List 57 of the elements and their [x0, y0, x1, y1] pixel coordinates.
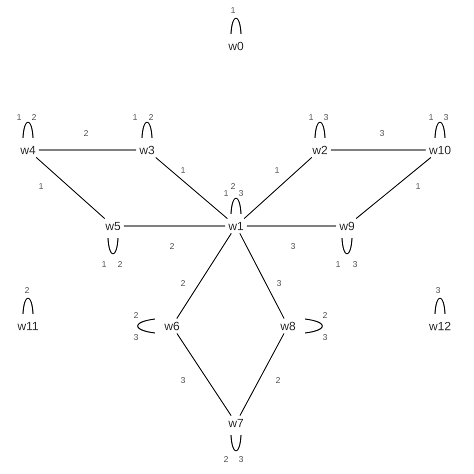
node-label: w2	[312, 146, 328, 154]
port-number: 1	[309, 114, 313, 120]
port-number: 2	[32, 114, 36, 120]
port-number: 3	[444, 114, 448, 120]
edge-label: 1	[180, 166, 186, 174]
port-number: 3	[322, 334, 327, 340]
node-label: w1	[228, 222, 244, 230]
edge-line	[356, 156, 432, 220]
node-label: w11	[17, 322, 38, 330]
edge-label: 3	[290, 242, 296, 250]
edge-label: 3	[378, 128, 386, 137]
port-number: 3	[238, 190, 243, 196]
edge-label: 3	[276, 278, 282, 287]
edge-label: 3	[180, 376, 186, 384]
port-number: 3	[436, 287, 440, 293]
edge-label: 2	[274, 376, 282, 384]
edge-line	[155, 156, 228, 220]
port-number: 2	[25, 287, 29, 293]
node-label: w0	[228, 42, 244, 50]
edge-line	[239, 332, 285, 416]
node-label: w10	[428, 146, 451, 154]
edge-line	[239, 232, 285, 320]
edge-label: 1	[38, 182, 44, 190]
node-label: w8	[280, 322, 296, 330]
node-label: w12	[428, 322, 450, 330]
port-number: 3	[352, 261, 357, 267]
node-label: w9	[339, 222, 354, 230]
port-number: 1	[102, 261, 106, 267]
port-number: 2	[118, 261, 122, 267]
node-label: w7	[228, 418, 244, 428]
port-number: 1	[336, 261, 340, 267]
port-number: 3	[134, 334, 138, 340]
node-label: w6	[164, 322, 180, 330]
edge-label: 2	[180, 279, 186, 287]
edge-line	[36, 156, 106, 220]
edge-label: 1	[414, 182, 422, 190]
edge-label: 2	[82, 129, 90, 137]
node-label: w5	[105, 222, 120, 230]
port-number: 1	[429, 114, 433, 120]
port-number: 2	[224, 456, 228, 462]
edge-label: 2	[168, 242, 176, 250]
edge-line	[176, 232, 232, 320]
port-number: 1	[224, 190, 228, 196]
edge-line	[176, 332, 232, 416]
port-number: 3	[238, 456, 243, 462]
node-label: w4	[20, 146, 36, 154]
port-number: 2	[231, 183, 235, 189]
port-number: 2	[149, 114, 153, 120]
port-number: 3	[324, 114, 328, 120]
node-label: w3	[139, 146, 154, 154]
port-number: 1	[17, 114, 21, 120]
edge-line	[244, 156, 312, 220]
port-number: 1	[133, 114, 137, 120]
edge-label: 1	[274, 166, 280, 174]
port-number: 1	[231, 7, 235, 13]
port-number: 2	[134, 312, 138, 318]
port-number: 2	[323, 312, 327, 318]
